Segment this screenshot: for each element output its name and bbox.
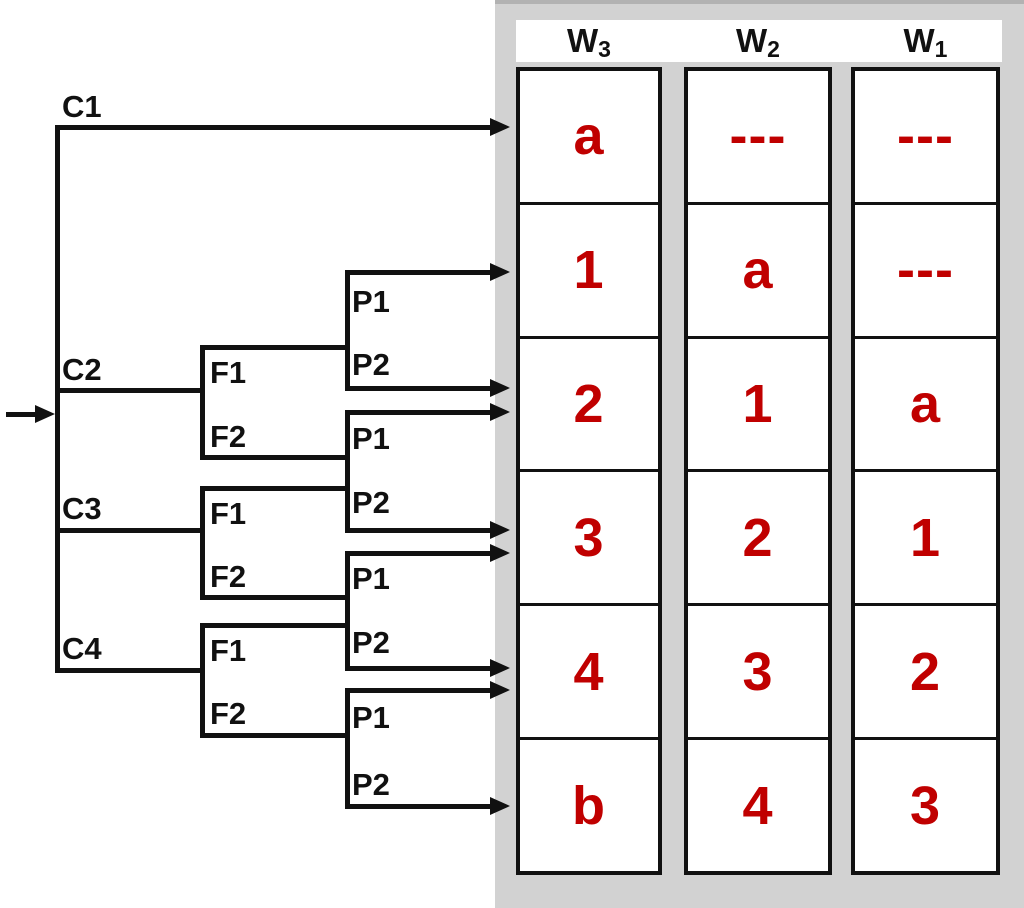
cell-w3-row3: 2 (520, 335, 658, 470)
p1-arrow-icon-3 (490, 544, 510, 562)
p1-arrow-line-1 (345, 270, 492, 275)
panel-top-edge (495, 0, 1024, 4)
c2-f2-line (200, 455, 350, 460)
c4-f2-line (200, 733, 350, 738)
p-bracket-2 (345, 410, 350, 533)
input-arrow-line (6, 412, 38, 417)
node-label-c4: C4 (62, 631, 102, 666)
cell-w3-row2: 1 (520, 201, 658, 336)
p-bracket-1 (345, 270, 350, 391)
p2-arrow-line-1 (345, 386, 492, 391)
header-subscript: 1 (934, 36, 948, 62)
p1-arrow-icon-1 (490, 263, 510, 281)
p2-arrow-line-3 (345, 666, 492, 671)
header-subscript: 3 (598, 36, 611, 62)
p2-arrow-line-4 (345, 804, 492, 809)
p1-arrow-icon-2 (490, 403, 510, 421)
cell-w3-row5: 4 (520, 603, 658, 737)
node-label-p1-2: P1 (352, 421, 390, 456)
cell-w1-row1: --- (897, 106, 954, 167)
cell-w1-row6: 3 (855, 737, 996, 871)
c3-branch-line (55, 528, 205, 533)
cell-w1-row2: --- (855, 201, 996, 336)
cell-w2-row1: --- (729, 106, 787, 167)
trunk-line (55, 125, 60, 673)
p2-arrow-line-2 (345, 528, 492, 533)
c2-f1-line (200, 345, 350, 350)
p1-arrow-line-3 (345, 551, 492, 556)
node-label-c4-f1: F1 (210, 633, 247, 668)
cell-w2-row6: 4 (688, 737, 828, 871)
input-arrow-icon (35, 405, 55, 423)
node-label-c3-f1: F1 (210, 496, 247, 531)
c2-branch-line (55, 388, 205, 393)
p-bracket-3 (345, 551, 350, 671)
p1-arrow-line-4 (345, 688, 492, 693)
p2-arrow-icon-1 (490, 379, 510, 397)
cell-w2-row3: 1 (688, 335, 828, 470)
table-header-strip (516, 20, 1002, 62)
node-label-p2-2: P2 (352, 485, 390, 520)
cell-w1-row4: 1 (855, 469, 996, 603)
p2-arrow-icon-3 (490, 659, 510, 677)
cell-w1-row3: a (855, 335, 996, 470)
f-bracket-c2 (200, 345, 205, 460)
c1-arrow-icon (490, 118, 510, 136)
node-label-c1: C1 (62, 89, 102, 124)
c4-branch-line (55, 668, 205, 673)
node-label-c3: C3 (62, 491, 102, 526)
f-bracket-c3 (200, 486, 205, 600)
node-label-c2: C2 (62, 352, 102, 387)
node-label-c3-f2: F2 (210, 559, 247, 594)
node-label-c2-f2: F2 (210, 419, 247, 454)
column-header-w2: W2 (684, 22, 832, 63)
column-w3: a 1 2 3 4 b (516, 67, 662, 875)
cell-w2-row5: 3 (688, 603, 828, 737)
cell-w3-row6: b (520, 737, 658, 871)
column-w1: --- --- a 1 2 3 (851, 67, 1000, 875)
column-w2: --- a 1 2 3 4 (684, 67, 832, 875)
node-label-p1-4: P1 (352, 700, 390, 735)
cell-w3-row4: 3 (520, 469, 658, 603)
node-label-p1-3: P1 (352, 561, 390, 596)
column-header-w1: W1 (851, 22, 1000, 63)
c3-f1-line (200, 486, 350, 491)
header-base: W (903, 22, 935, 59)
p-bracket-4 (345, 688, 350, 809)
header-subscript: 2 (767, 36, 780, 62)
c3-f2-line (200, 595, 350, 600)
node-label-c4-f2: F2 (210, 696, 247, 731)
cell-w2-row4: 2 (688, 469, 828, 603)
node-label-p2-3: P2 (352, 625, 390, 660)
p1-arrow-line-2 (345, 410, 492, 415)
c4-f1-line (200, 623, 350, 628)
p2-arrow-icon-2 (490, 521, 510, 539)
column-header-w3: W3 (516, 22, 662, 63)
header-base: W (567, 22, 599, 59)
node-label-p2-4: P2 (352, 767, 390, 802)
cell-w2-row2: a (688, 201, 828, 336)
p2-arrow-icon-4 (490, 797, 510, 815)
node-label-p1-1: P1 (352, 284, 390, 319)
header-base: W (736, 22, 768, 59)
cell-w3-row1: a (573, 106, 605, 167)
node-label-c2-f1: F1 (210, 355, 247, 390)
c1-branch-line (55, 125, 492, 130)
p1-arrow-icon-4 (490, 681, 510, 699)
f-bracket-c4 (200, 623, 205, 738)
node-label-p2-1: P2 (352, 347, 390, 382)
cell-w1-row5: 2 (855, 603, 996, 737)
